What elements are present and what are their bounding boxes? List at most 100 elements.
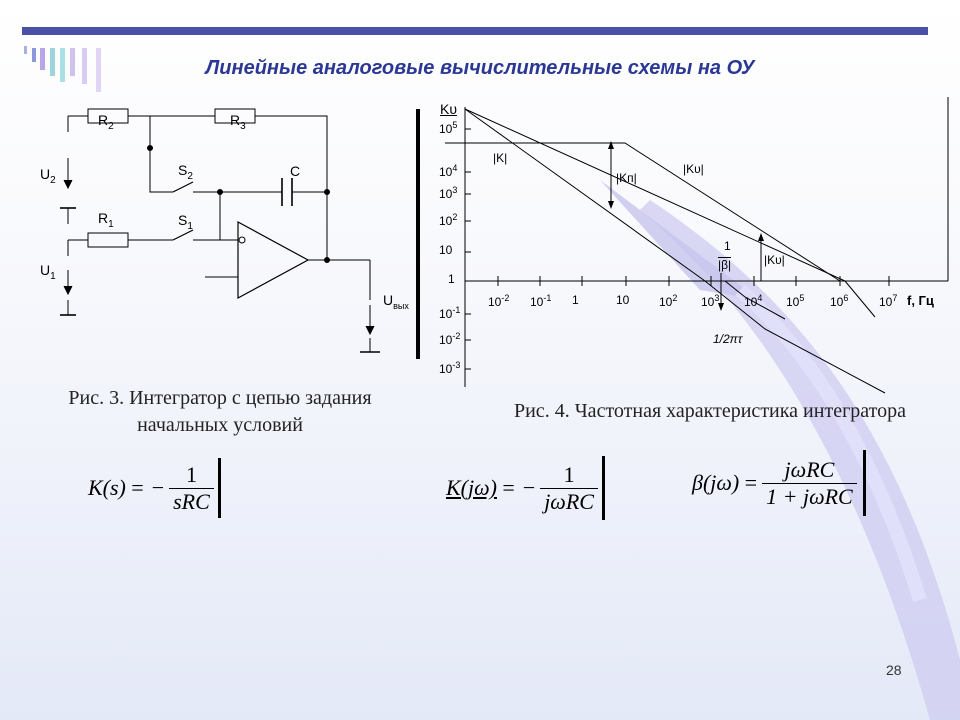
y-tick-label: 105 — [439, 120, 457, 136]
formula-ks-num: 1 — [185, 461, 197, 487]
integrator-circuit-diagram — [60, 108, 380, 353]
decorative-bars — [24, 46, 101, 92]
y-tick-exp: 4 — [452, 163, 458, 173]
x-tick-base: 10 — [659, 295, 673, 309]
y-tick-base: 10 — [439, 187, 453, 201]
x-tick-label: 103 — [701, 293, 719, 309]
y-tick-exp: 2 — [452, 212, 458, 222]
curve-beta — [724, 280, 786, 320]
formula-beta-den: 1 + jωRC — [762, 482, 857, 510]
x-tick-base: 10 — [744, 295, 758, 309]
x-tick-label: 106 — [830, 293, 848, 309]
x-tick-base: 10 — [701, 295, 715, 309]
formula-kjw-lhs: K(jω) — [446, 475, 497, 500]
resistor-r2 — [87, 108, 129, 124]
frequency-response-plot — [416, 97, 949, 394]
x-tick-label: 104 — [744, 293, 762, 309]
y-tick-base: 10 — [439, 214, 453, 228]
x-tick-exp: 6 — [843, 293, 849, 303]
formula-ks-eq: = − — [129, 475, 166, 500]
y-tick-label: 1 — [448, 272, 455, 286]
x-tick-exp: -1 — [543, 293, 552, 303]
x-tick-label: 10-2 — [488, 293, 509, 309]
x-tick-exp: 5 — [799, 293, 805, 303]
formula-beta-bar — [862, 450, 866, 516]
formula-ks-den: sRC — [169, 487, 214, 515]
page-number: 28 — [886, 662, 902, 678]
label-beta-num: 1 — [724, 239, 731, 253]
y-tick-label: 10-1 — [439, 305, 460, 321]
x-tick-exp: 2 — [672, 293, 678, 303]
formula-beta-eq: = — [743, 470, 759, 495]
label-corner-freq: 1/2πτ — [713, 332, 743, 346]
y-tick-base: 10 — [439, 333, 453, 347]
x-tick-label: 107 — [879, 293, 897, 309]
y-tick-base: 10 — [439, 362, 453, 376]
x-tick-base: 10 — [530, 295, 544, 309]
formula-kjw-eq: = − — [500, 475, 537, 500]
y-tick-label: 103 — [439, 185, 457, 201]
y-tick-label: 102 — [439, 212, 457, 228]
figure4-caption: Рис. 4. Частотная характеристика интегра… — [513, 400, 906, 422]
formula-ks-fraction: 1 sRC — [169, 462, 214, 515]
x-tick-base: 10 — [879, 295, 893, 309]
op-amp — [237, 220, 310, 300]
y-tick-base: 10 — [439, 165, 453, 179]
label-kp: |Kп| — [616, 171, 637, 185]
x-tick-label: 105 — [786, 293, 804, 309]
top-bar — [22, 27, 928, 35]
resistor-r3 — [214, 108, 256, 124]
formula-kjw-num: 1 — [563, 461, 575, 487]
y-tick-base: 10 — [439, 243, 453, 257]
x-tick-base: 10 — [616, 293, 630, 307]
y-tick-base: 10 — [439, 307, 453, 321]
formula-beta-fraction: jωRC 1 + jωRC — [762, 457, 857, 510]
x-tick-exp: 7 — [892, 293, 898, 303]
curve-k — [464, 108, 886, 394]
curve-ku-tail — [844, 280, 876, 318]
y-tick-base: 10 — [439, 122, 453, 136]
label-k: |K| — [493, 151, 508, 165]
y-axis-label: Kᴜ — [440, 101, 457, 117]
y-tick-label: 10 — [439, 243, 452, 257]
formula-beta-num: jωRC — [784, 456, 835, 482]
label-ku: |Kᴜ| — [683, 162, 704, 176]
formula-ks-bar — [217, 458, 221, 518]
x-tick-base: 10 — [786, 295, 800, 309]
formula-ks: K(s) = − 1 sRC — [88, 458, 221, 518]
y-tick-exp: -1 — [452, 305, 461, 315]
x-tick-base: 10 — [488, 295, 502, 309]
formula-kjw: K(jω) = − 1 jωRC — [446, 456, 605, 520]
figure3-caption: Рис. 3. Интегратор с цепью задания начал… — [25, 385, 415, 439]
y-tick-label: 10-3 — [439, 360, 460, 376]
y-tick-label: 104 — [439, 163, 457, 179]
curve-kp — [445, 142, 841, 282]
x-tick-exp: 3 — [714, 293, 720, 303]
curve-ku-upper — [464, 108, 846, 282]
x-tick-label: 102 — [659, 293, 677, 309]
y-tick-exp: 3 — [452, 185, 458, 195]
x-tick-exp: 4 — [757, 293, 763, 303]
formula-kjw-fraction: 1 jωRC — [540, 462, 598, 515]
label-ku-low: |Kᴜ| — [764, 253, 785, 267]
y-tick-base: 1 — [448, 272, 455, 286]
x-tick-base: 10 — [830, 295, 844, 309]
formula-beta-lhs: β(jω) — [692, 470, 740, 495]
formula-beta: β(jω) = jωRC 1 + jωRC — [692, 450, 866, 516]
x-tick-exp: -2 — [501, 293, 510, 303]
resistor-r1 — [87, 232, 129, 248]
formula-kjw-den: jωRC — [540, 487, 598, 515]
x-tick-label: 10-1 — [530, 293, 551, 309]
figure3-caption-line2: начальных условий — [137, 414, 303, 436]
formula-ks-lhs: K(s) — [88, 475, 126, 500]
formula-kjw-bar — [601, 456, 605, 520]
y-tick-exp: -3 — [452, 360, 461, 370]
label-beta-den: |β| — [718, 257, 732, 272]
y-tick-label: 10-2 — [439, 331, 460, 347]
x-tick-label: 10 — [616, 293, 629, 307]
slide-title: Линейные аналоговые вычислительные схемы… — [205, 57, 755, 79]
y-tick-exp: -2 — [452, 331, 461, 341]
y-tick-exp: 5 — [452, 120, 458, 130]
